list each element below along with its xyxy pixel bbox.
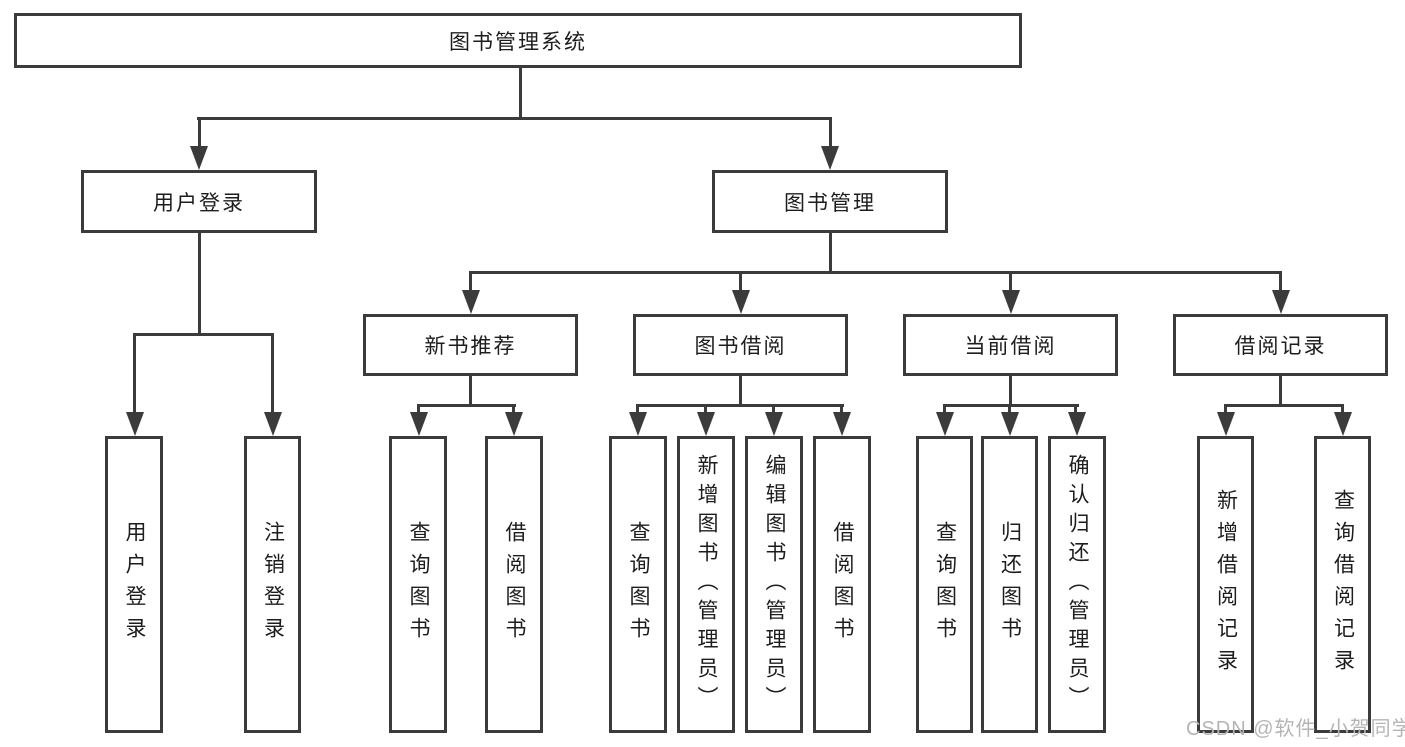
edge-line xyxy=(1009,271,1012,292)
edge-line xyxy=(636,404,844,407)
edge-arrowhead xyxy=(833,412,851,436)
node-book-mgmt-label: 图书管理 xyxy=(784,191,876,215)
node-book-borrow-label: 图书借阅 xyxy=(694,335,787,358)
edge-line xyxy=(1009,376,1012,407)
leaf-user-login: 用户登录 xyxy=(105,436,163,733)
edge-line xyxy=(469,271,1282,274)
edge-line xyxy=(469,376,472,407)
leaf-current-return-label: 归还图书 xyxy=(998,520,1022,649)
edge-line xyxy=(271,333,274,414)
leaf-current-search: 查询图书 xyxy=(916,436,973,733)
node-new-books: 新书推荐 xyxy=(363,314,578,376)
edge-line xyxy=(943,404,1079,407)
node-root: 图书管理系统 xyxy=(14,13,1022,68)
edge-line xyxy=(829,117,832,148)
leaf-records-add-label: 新增借阅记录 xyxy=(1214,488,1238,681)
edge-arrowhead xyxy=(505,412,523,436)
leaf-borrow-add-admin-label: 新增图书（管理员） xyxy=(695,454,718,715)
edge-arrowhead xyxy=(1001,412,1019,436)
leaf-current-return: 归还图书 xyxy=(981,436,1038,733)
edge-line xyxy=(512,404,515,414)
edge-line xyxy=(1224,404,1344,407)
edge-arrowhead xyxy=(126,412,144,436)
edge-arrowhead xyxy=(410,412,428,436)
node-current-borrow-label: 当前借阅 xyxy=(964,335,1057,358)
edge-arrowhead xyxy=(1068,412,1086,436)
leaf-logout: 注销登录 xyxy=(244,436,301,733)
leaf-records-search: 查询借阅记录 xyxy=(1314,436,1371,733)
edge-line xyxy=(1341,404,1344,414)
edge-arrowhead xyxy=(629,412,647,436)
leaf-borrow-edit-admin: 编辑图书（管理员） xyxy=(745,436,803,733)
edge-arrowhead xyxy=(936,412,954,436)
edge-line xyxy=(469,271,472,292)
edge-line xyxy=(198,233,201,336)
leaf-current-search-label: 查询图书 xyxy=(933,520,957,649)
leaf-borrow-edit-admin-label: 编辑图书（管理员） xyxy=(763,454,786,715)
leaf-logout-label: 注销登录 xyxy=(261,520,285,649)
edge-arrowhead xyxy=(821,146,839,170)
edge-arrowhead xyxy=(264,412,282,436)
edge-line xyxy=(772,404,775,414)
edge-arrowhead xyxy=(1334,412,1352,436)
edge-arrowhead xyxy=(1272,290,1290,314)
edge-arrowhead xyxy=(1217,412,1235,436)
node-book-mgmt: 图书管理 xyxy=(712,170,948,233)
edge-line xyxy=(1279,376,1282,407)
edge-line xyxy=(519,68,522,118)
node-user-login-label: 用户登录 xyxy=(153,191,245,215)
edge-arrowhead xyxy=(765,412,783,436)
edge-line xyxy=(1074,404,1077,414)
edge-line xyxy=(417,404,420,414)
csdn-watermark: CSDN @软件_小贺同学 xyxy=(1186,718,1405,740)
edge-arrowhead xyxy=(732,290,750,314)
edge-line xyxy=(739,271,742,292)
node-new-books-label: 新书推荐 xyxy=(424,335,517,358)
edge-line xyxy=(1224,404,1227,414)
edge-line xyxy=(739,376,742,407)
edge-line xyxy=(636,404,639,414)
edge-line xyxy=(1279,271,1282,292)
node-user-login: 用户登录 xyxy=(81,170,317,233)
edge-line xyxy=(133,333,274,336)
node-borrow-records-label: 借阅记录 xyxy=(1234,335,1327,358)
leaf-records-search-label: 查询借阅记录 xyxy=(1331,488,1355,681)
edge-line xyxy=(198,117,201,148)
edge-line xyxy=(704,404,707,414)
edge-line xyxy=(829,233,832,273)
edge-line xyxy=(840,404,843,414)
edge-arrowhead xyxy=(190,146,208,170)
leaf-current-confirm-admin: 确认归还（管理员） xyxy=(1048,436,1106,733)
leaf-current-confirm-admin-label: 确认归还（管理员） xyxy=(1066,454,1089,715)
edge-line xyxy=(417,404,516,407)
edge-arrowhead xyxy=(462,290,480,314)
leaf-borrow-borrow: 借阅图书 xyxy=(813,436,871,733)
leaf-newbook-search: 查询图书 xyxy=(389,436,447,733)
node-current-borrow: 当前借阅 xyxy=(903,314,1118,376)
edge-line xyxy=(133,333,136,414)
leaf-newbook-search-label: 查询图书 xyxy=(407,520,430,649)
edge-line xyxy=(943,404,946,414)
leaf-borrow-search: 查询图书 xyxy=(609,436,667,733)
node-root-label: 图书管理系统 xyxy=(449,30,587,54)
node-book-borrow: 图书借阅 xyxy=(633,314,848,376)
leaf-borrow-borrow-label: 借阅图书 xyxy=(831,520,854,649)
edge-arrowhead xyxy=(697,412,715,436)
node-borrow-records: 借阅记录 xyxy=(1173,314,1388,376)
leaf-newbook-borrow-label: 借阅图书 xyxy=(503,520,526,649)
leaf-borrow-add-admin: 新增图书（管理员） xyxy=(677,436,735,733)
edge-line xyxy=(197,117,832,120)
leaf-newbook-borrow: 借阅图书 xyxy=(485,436,543,733)
leaf-borrow-search-label: 查询图书 xyxy=(627,520,650,649)
edge-arrowhead xyxy=(1002,290,1020,314)
leaf-user-login-label: 用户登录 xyxy=(123,520,146,649)
edge-line xyxy=(1008,404,1011,414)
leaf-records-add: 新增借阅记录 xyxy=(1197,436,1254,733)
